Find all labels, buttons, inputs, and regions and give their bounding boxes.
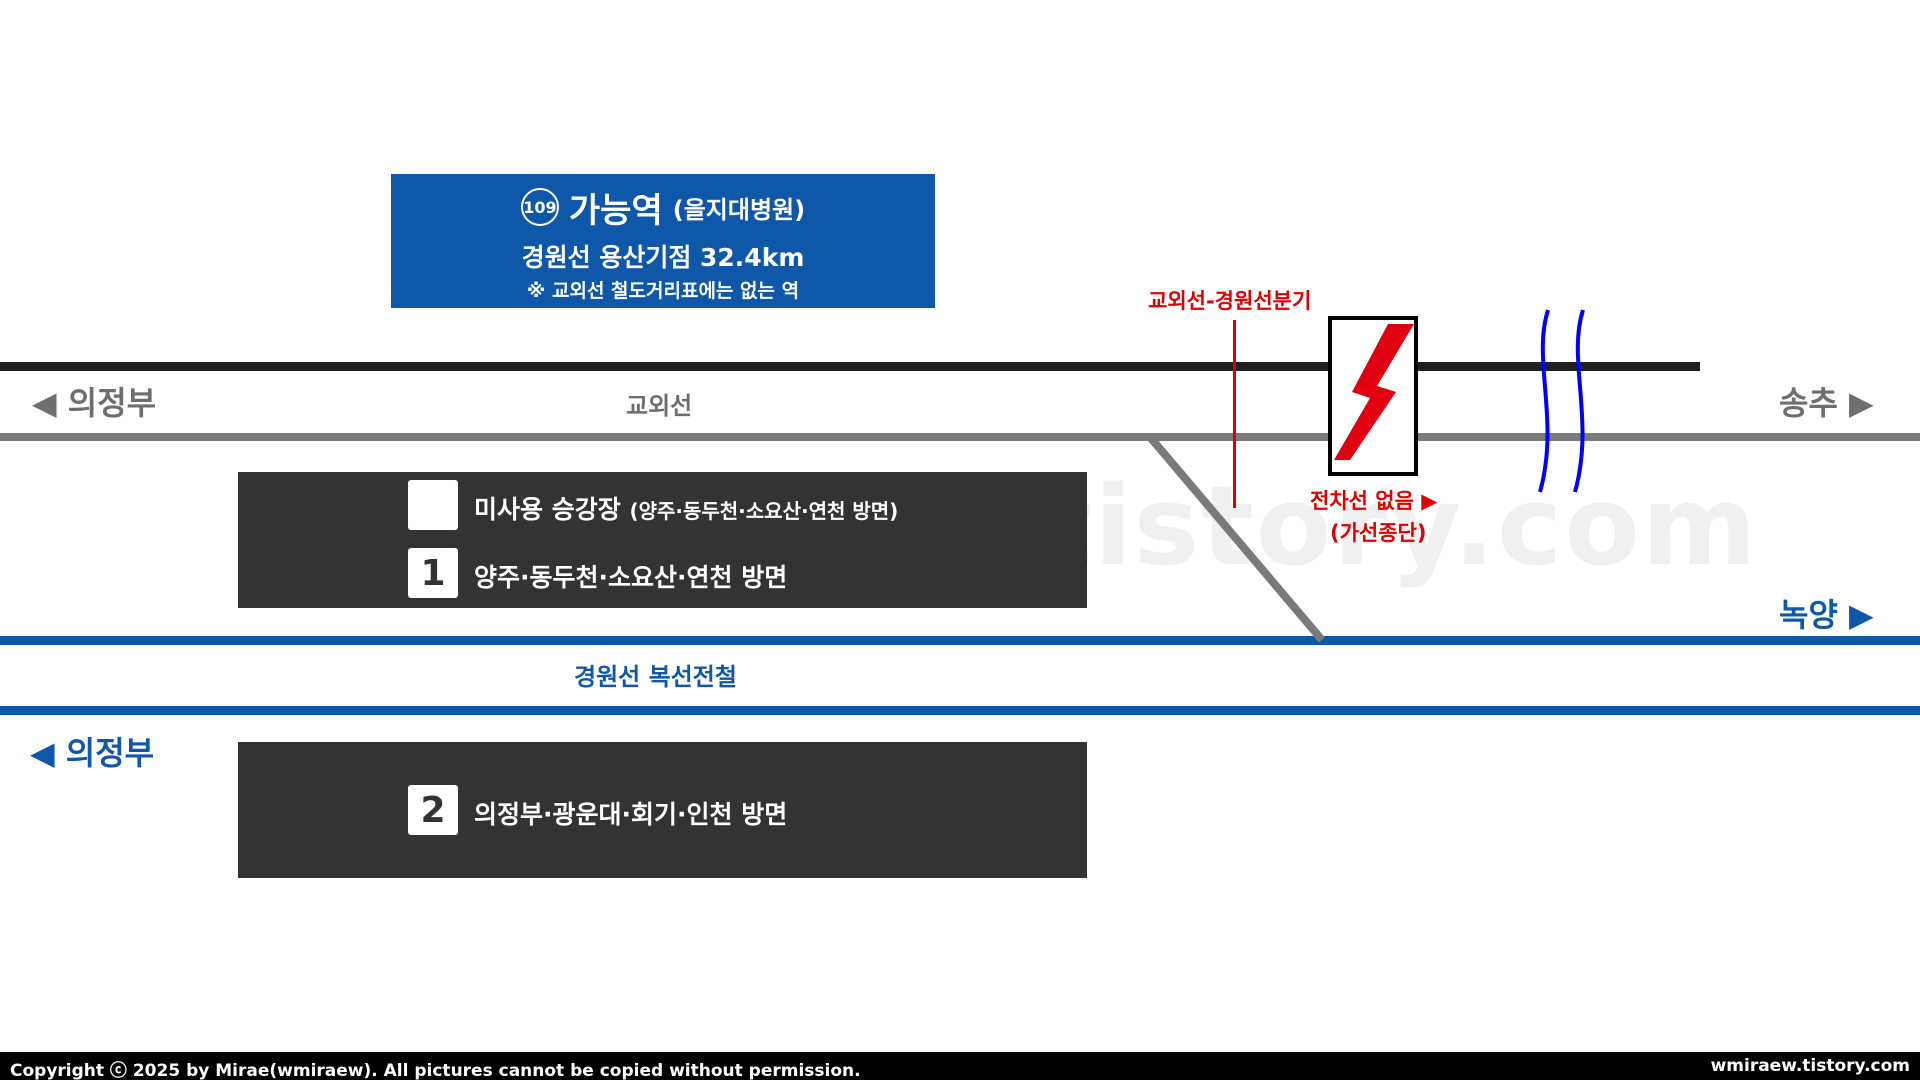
station-note: ※ 교외선 철도거리표에는 없는 역 bbox=[526, 280, 800, 302]
gyooe-track-upper bbox=[0, 362, 1700, 371]
platform-1-direction: 양주·동두천·소요산·연천 방면 bbox=[474, 563, 788, 592]
station-name: 가능역 bbox=[568, 190, 663, 231]
gyooe-track-lower bbox=[0, 433, 1920, 441]
branch-point-marker bbox=[1233, 320, 1236, 508]
wire-end-label: (가선종단) bbox=[1330, 521, 1427, 545]
line-break-mark-right bbox=[1573, 309, 1585, 493]
unused-platform-direction: (양주·동두천·소요산·연천 방면) bbox=[629, 499, 899, 523]
direction-uijeongbu-gyooe: ◀ 의정부 bbox=[32, 384, 157, 422]
direction-songchu: 송추 ▶ bbox=[1779, 384, 1874, 422]
gyeongwon-line-label: 경원선 복선전철 bbox=[574, 663, 737, 691]
platform-1-number: 1 bbox=[408, 548, 458, 598]
footer-bar: Copyright ⓒ 2025 by Mirae(wmiraew). All … bbox=[0, 1052, 1920, 1081]
gyooe-line-label: 교외선 bbox=[626, 392, 693, 420]
line-break-mark-left bbox=[1538, 309, 1550, 493]
unused-platform-text: 미사용 승강장 (양주·동두천·소요산·연천 방면) bbox=[474, 490, 898, 526]
copyright-text: Copyright ⓒ 2025 by Mirae(wmiraew). All … bbox=[10, 1061, 861, 1081]
platform-2-number: 2 bbox=[408, 785, 458, 835]
station-title-row: 109 가능역 (을지대병원) bbox=[391, 182, 935, 232]
gyeongwon-track-lower bbox=[0, 706, 1920, 715]
no-wire-label: 전차선 없음 ▶ bbox=[1310, 489, 1438, 513]
station-sign: 109 가능역 (을지대병원) 경원선 용산기점 32.4km ※ 교외선 철도… bbox=[391, 174, 935, 308]
platform-1: 미사용 승강장 (양주·동두천·소요산·연천 방면) 1 양주·동두천·소요산·… bbox=[238, 472, 1087, 608]
station-distance: 경원선 용산기점 32.4km bbox=[521, 243, 805, 272]
station-subname: (을지대병원) bbox=[672, 195, 806, 224]
gyeongwon-track-upper bbox=[0, 636, 1920, 645]
wire-end-sign bbox=[1328, 316, 1418, 476]
platform-2-direction: 의정부·광운대·회기·인천 방면 bbox=[474, 800, 788, 829]
branch-point-label: 교외선-경원선분기 bbox=[1148, 289, 1312, 313]
platform-2: 2 의정부·광운대·회기·인천 방면 bbox=[238, 742, 1087, 878]
unused-platform-label: 미사용 승강장 bbox=[474, 495, 621, 524]
unused-platform-badge bbox=[408, 480, 458, 530]
station-number-badge: 109 bbox=[520, 188, 559, 226]
site-link[interactable]: wmiraew.tistory.com bbox=[1710, 1056, 1910, 1076]
wire-end-icon bbox=[1334, 324, 1414, 460]
connector-track bbox=[1146, 434, 1326, 643]
direction-nogyang: 녹양 ▶ bbox=[1779, 596, 1874, 634]
direction-uijeongbu-gyeongwon: ◀ 의정부 bbox=[30, 734, 155, 772]
